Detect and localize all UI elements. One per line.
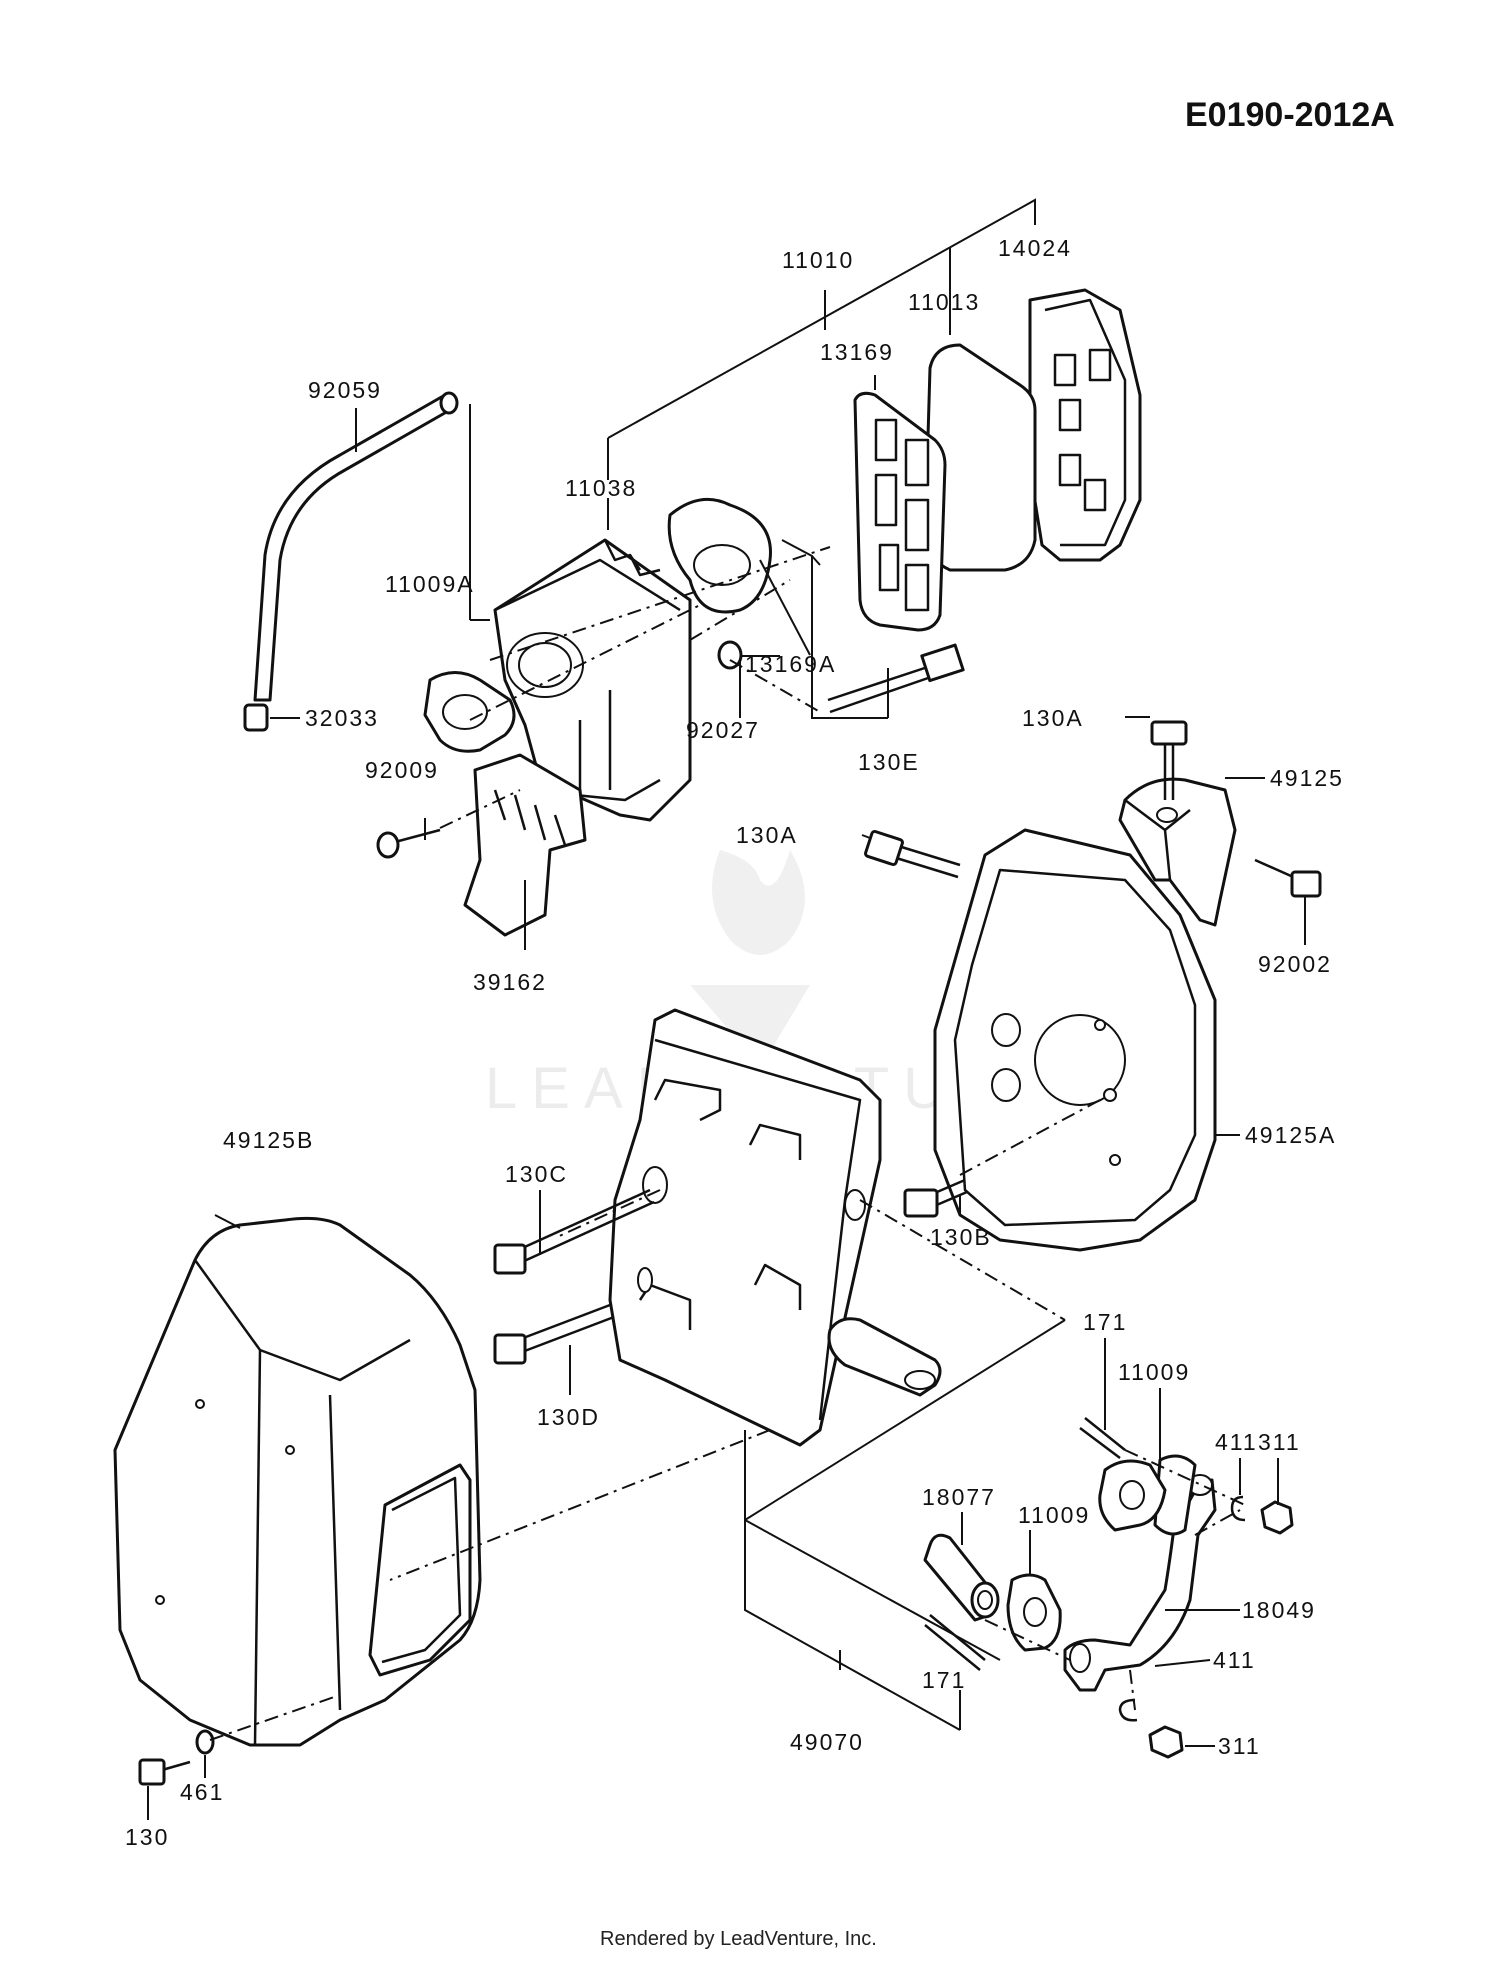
label-32033: 32033: [305, 705, 379, 731]
part-130D-bolt: [493, 1303, 615, 1365]
label-171-lower: 171: [922, 1667, 966, 1693]
part-39162-duct: [463, 753, 587, 937]
part-92009-screw: [376, 828, 441, 859]
label-171-upper: 171: [1083, 1309, 1127, 1335]
leader-lines: [147, 318, 1306, 1820]
label-14024: 14024: [998, 235, 1072, 261]
part-49070-muffler: [608, 1008, 942, 1447]
part-461-washer: [195, 1729, 215, 1755]
part-92059-hose: [253, 391, 459, 702]
part-411-upper-clip: [1230, 1495, 1246, 1522]
part-13169A-gasket: [667, 497, 772, 614]
label-13169A: 13169A: [745, 651, 836, 677]
label-92009: 92009: [365, 757, 439, 783]
part-311-lower-nut: [1148, 1725, 1184, 1759]
part-130A-lower-bolt: [864, 829, 961, 879]
air-cleaner-group: [243, 198, 1142, 937]
label-411-lower: 411: [1213, 1647, 1256, 1673]
part-18049-pipe: [1063, 1454, 1217, 1692]
label-92002: 92002: [1258, 951, 1332, 977]
part-130E-bolt: [827, 643, 965, 714]
label-130C: 130C: [505, 1161, 568, 1187]
part-130B-bolt: [903, 1178, 968, 1218]
label-18049: 18049: [1242, 1597, 1316, 1623]
diagram-code: E0190-2012A: [1185, 96, 1395, 134]
part-49125A-base: [933, 828, 1217, 1252]
label-130B: 130B: [930, 1224, 992, 1250]
part-labels: 11010 14024 11013 13169 92059 11038 1100…: [125, 235, 1344, 1850]
part-11009-upper-gasket: [1098, 1459, 1167, 1532]
label-130: 130: [125, 1824, 169, 1850]
part-32033-clip: [243, 703, 269, 732]
footer-credit: Rendered by LeadVenture, Inc.: [600, 1928, 877, 1950]
label-18077: 18077: [922, 1484, 996, 1510]
label-311-lower: 311: [1218, 1733, 1261, 1759]
part-13169-screen: [853, 391, 947, 632]
label-92059: 92059: [308, 377, 382, 403]
part-11009-lower-gasket: [1006, 1573, 1062, 1652]
label-130E: 130E: [858, 749, 920, 775]
label-39162: 39162: [473, 969, 547, 995]
label-49125A: 49125A: [1245, 1122, 1336, 1148]
part-11009A-gasket: [423, 671, 516, 753]
label-49125B: 49125B: [223, 1127, 314, 1153]
label-11009-upper: 11009: [1118, 1359, 1190, 1385]
part-130-bolt: [138, 1758, 191, 1786]
label-11038: 11038: [565, 475, 637, 501]
label-11009A: 11009A: [385, 571, 475, 597]
part-49125B-cover: [113, 1216, 482, 1747]
label-49125: 49125: [1270, 765, 1344, 791]
label-130D: 130D: [537, 1404, 600, 1430]
label-11013: 11013: [908, 289, 980, 315]
label-49070: 49070: [790, 1729, 864, 1755]
label-11010: 11010: [782, 247, 854, 273]
label-130A-upper: 130A: [1022, 705, 1084, 731]
label-461: 461: [180, 1779, 224, 1805]
part-11038-case: [493, 538, 692, 822]
label-411-upper: 411: [1215, 1429, 1258, 1455]
part-92002-bolt: [1254, 858, 1322, 898]
label-13169: 13169: [820, 339, 894, 365]
label-311-upper: 311: [1258, 1429, 1301, 1455]
label-11009-lower: 11009: [1018, 1502, 1090, 1528]
part-14024-cover: [1028, 288, 1142, 562]
part-49125-bracket: [1118, 720, 1237, 927]
part-171-upper-stud: [1079, 1417, 1126, 1459]
part-311-upper-nut: [1260, 1500, 1294, 1535]
part-18077-sleeve: [923, 1533, 1000, 1622]
part-411-lower-clip: [1118, 1698, 1138, 1722]
label-92027: 92027: [686, 717, 760, 743]
label-130A-lower: 130A: [736, 822, 798, 848]
